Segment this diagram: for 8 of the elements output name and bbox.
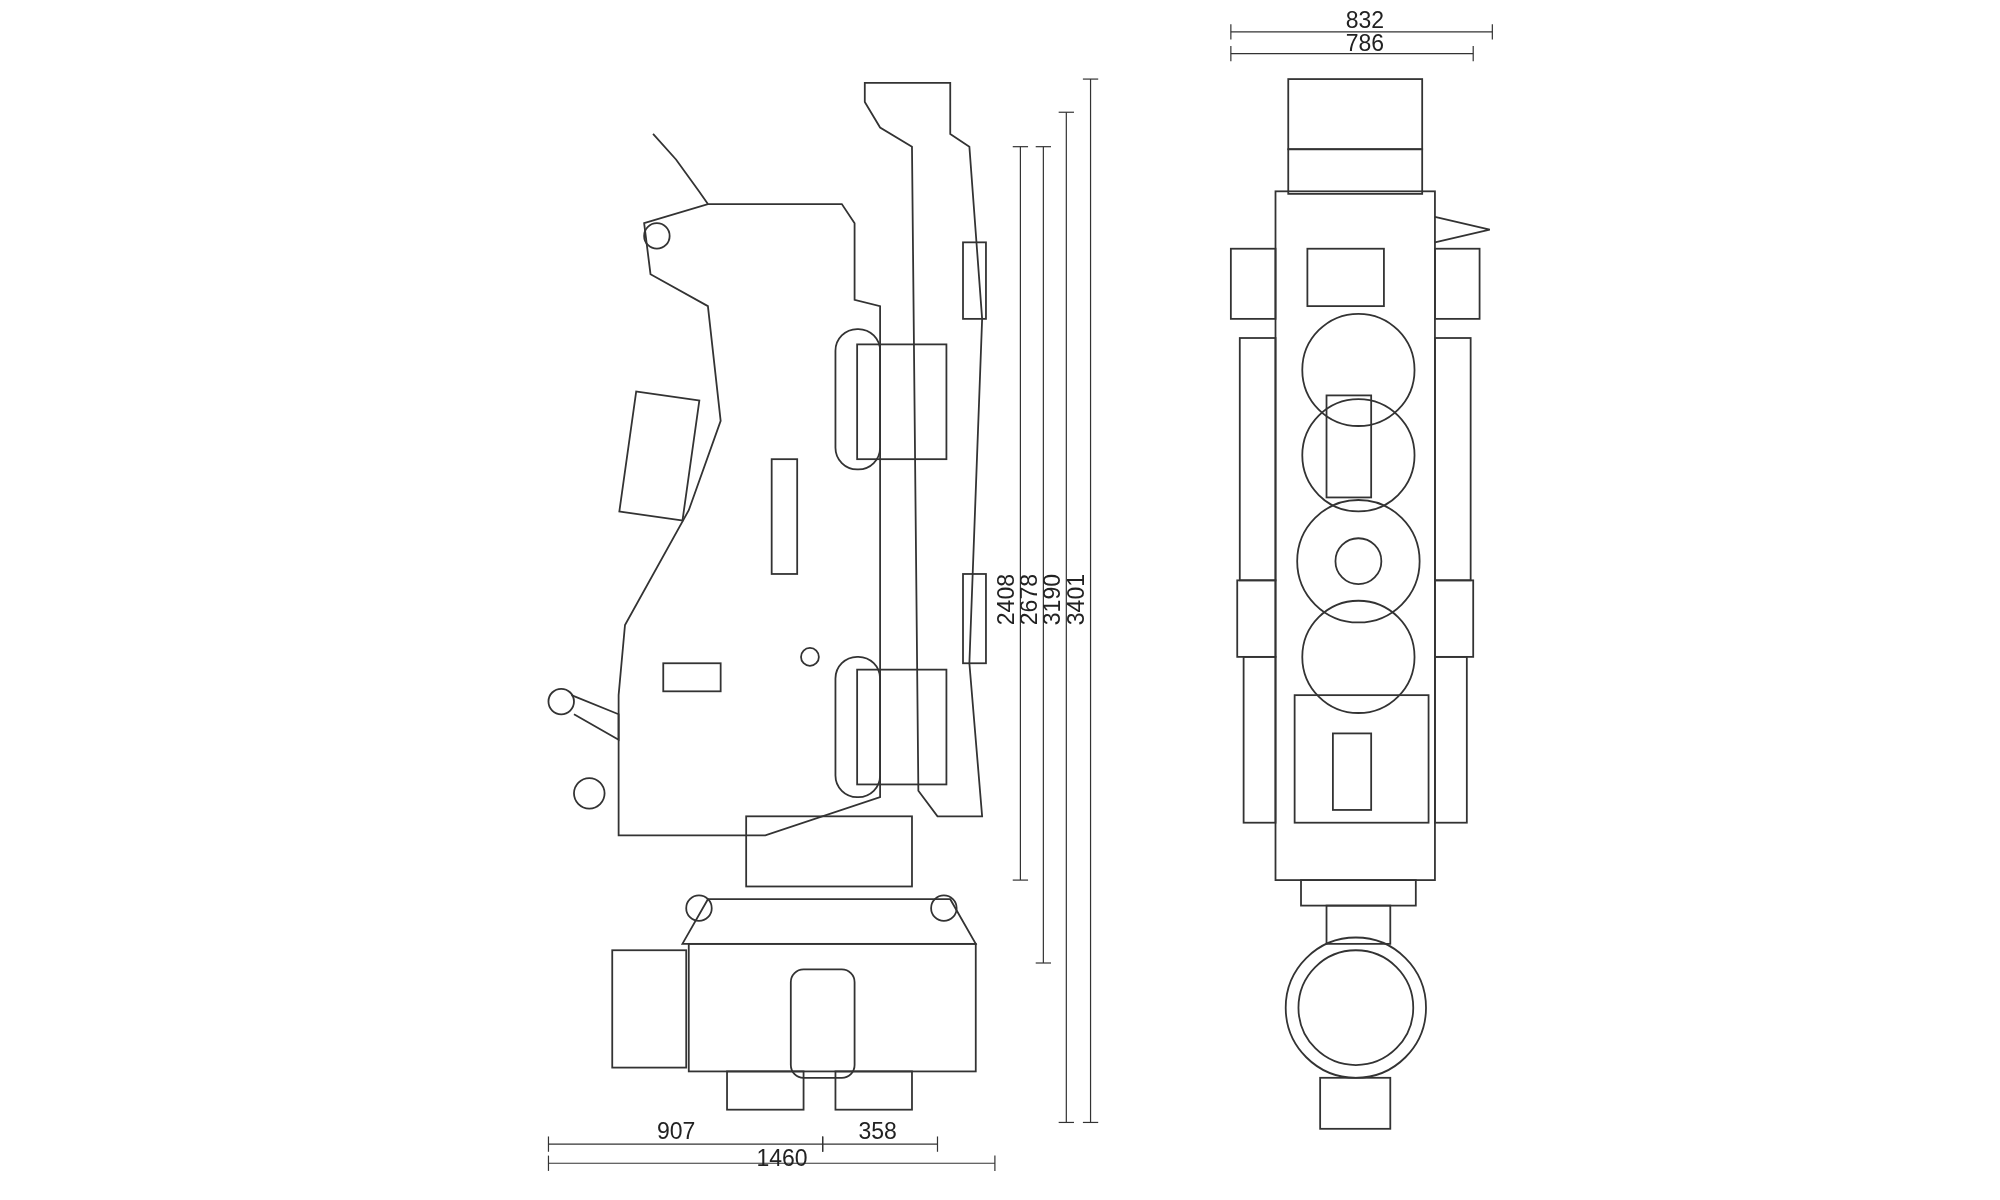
dimension-label: 832 bbox=[1345, 8, 1385, 32]
dimension-label: 2408 bbox=[994, 574, 1018, 626]
dimension-label: 3190 bbox=[1040, 574, 1064, 626]
dimension-label: 786 bbox=[1345, 31, 1385, 55]
dimension-label: 3401 bbox=[1065, 574, 1088, 626]
dimension-label: 2678 bbox=[1017, 574, 1041, 626]
dimension-label: 907 bbox=[657, 1119, 696, 1143]
dimension-label: 358 bbox=[858, 1119, 897, 1143]
